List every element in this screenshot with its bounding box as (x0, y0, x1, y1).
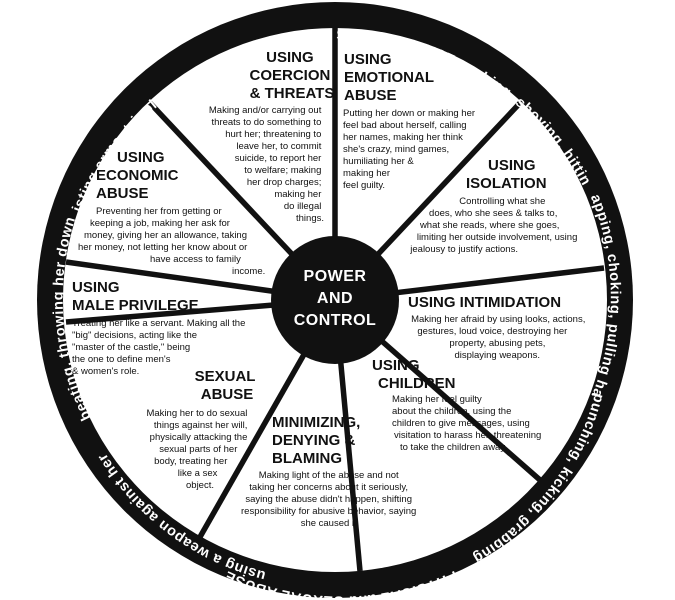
segment-sexual: SEXUAL ABUSE Making her to do sexual thi… (146, 368, 260, 491)
segment-title: USING ISOLATION (466, 157, 547, 192)
segment-description: Putting her down or making her feel bad … (343, 108, 478, 191)
center-line-3: CONTROL (294, 312, 377, 329)
segment-title: USING COERCION & THREATS (249, 49, 334, 102)
segment-description: Controlling what she does, who she sees … (409, 196, 580, 255)
segment-description: Making and/or carrying out threats to do… (209, 105, 324, 224)
segment-title: SEXUAL ABUSE (195, 368, 260, 403)
segment-title: USING ECONOMIC ABUSE (96, 149, 183, 202)
segment-title: USING MALE PRIVILEGE (72, 279, 199, 314)
segment-minimizing: MINIMIZING, DENYING & BLAMING Making lig… (241, 414, 419, 529)
segment-title: MINIMIZING, DENYING & BLAMING (272, 414, 365, 467)
segment-description: Making her to do sexual things against h… (146, 408, 250, 491)
segment-description: Preventing her from getting or keeping a… (78, 206, 265, 277)
segment-emotional: USING EMOTIONAL ABUSE Putting her down o… (343, 51, 478, 191)
segment-description: Treating her like a servant. Making all … (72, 318, 248, 377)
segment-description: Making her feel guilty about the childre… (392, 394, 544, 453)
center-line-1: POWER (304, 268, 367, 285)
segment-intimidation: USING INTIMIDATION Making her afraid by … (408, 294, 588, 361)
segment-description: Making her afraid by using looks, action… (411, 314, 588, 361)
segment-children: USING CHILDREN Making her feel guilty ab… (372, 357, 544, 453)
segment-coercion: USING COERCION & THREATS Making and/or c… (209, 49, 334, 224)
segment-title: USING EMOTIONAL ABUSE (344, 51, 438, 104)
segment-title: USING INTIMIDATION (408, 294, 561, 311)
center-line-2: AND (317, 290, 353, 307)
segment-title: USING CHILDREN (372, 357, 456, 392)
center-hub (271, 236, 399, 364)
segment-isolation: USING ISOLATION Controlling what she doe… (409, 157, 580, 255)
segment-economic: USING ECONOMIC ABUSE Preventing her from… (78, 149, 265, 277)
segment-privilege: USING MALE PRIVILEGE Treating her like a… (72, 279, 248, 377)
segment-description: Making light of the abuse and not taking… (241, 470, 419, 529)
